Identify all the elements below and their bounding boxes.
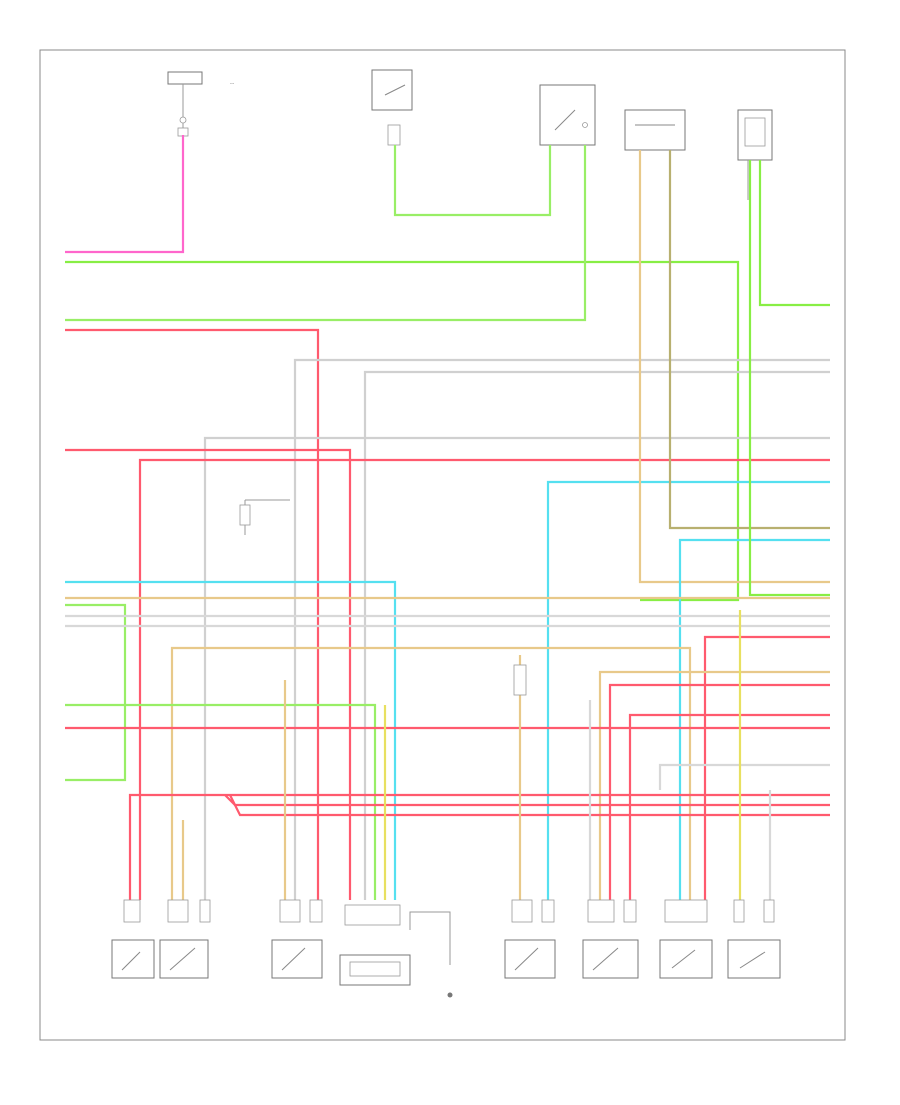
diagram-frame — [39, 49, 846, 1041]
wire-red-4 — [703, 635, 830, 900]
camshaft-position-sensor — [504, 939, 556, 979]
wire-lt-green-2 — [65, 603, 127, 782]
mid-left-connector — [239, 499, 290, 535]
top-left-connector: --- — [167, 71, 235, 137]
wire-cyan-2 — [678, 538, 830, 900]
wire-red-2 — [65, 448, 352, 900]
wire-red-5 — [608, 683, 830, 900]
wire-lt-green-3 — [65, 703, 377, 900]
top-sensor-right — [624, 109, 686, 151]
ground-point — [409, 911, 453, 998]
fuel-tank-pressure-sensor — [271, 939, 323, 979]
mid-center-connector — [513, 664, 527, 696]
crankshaft-position-sensor — [339, 954, 411, 986]
top-right-connector — [737, 109, 773, 200]
wire-lt-green — [65, 145, 587, 322]
top-switch-connector — [371, 69, 413, 146]
wire-red-8 — [128, 793, 830, 900]
wire-red-10 — [224, 794, 830, 807]
wire-green-right — [758, 160, 830, 307]
wire-tan-mid — [170, 646, 692, 900]
wire-red-1 — [65, 328, 320, 900]
top-relay — [539, 84, 596, 146]
engine-coolant-sensor — [111, 939, 155, 979]
wire-red-3 — [138, 458, 830, 900]
wire-olive-1 — [668, 150, 830, 530]
wire-red-7 — [628, 713, 830, 900]
wire-cyan-3 — [65, 580, 397, 900]
wire-green-right-2 — [748, 160, 830, 597]
wire-red-9 — [229, 794, 830, 817]
differential-pressure-sensor — [582, 939, 639, 979]
wire-green-switch — [393, 145, 552, 217]
wire-harness — [65, 135, 830, 900]
power-steering-switch — [727, 939, 781, 979]
wire-cyan-1 — [546, 480, 830, 900]
wire-tan-2 — [598, 670, 830, 900]
wire-grey-right — [658, 763, 830, 790]
bottom-connector-pins — [123, 899, 775, 926]
wire-grey-1 — [293, 358, 830, 900]
throttle-position-sensor — [159, 939, 209, 979]
wire-grey-2 — [363, 370, 830, 900]
wire-green-main — [65, 260, 740, 602]
svg-text:---: --- — [230, 81, 235, 86]
wire-pink — [65, 135, 185, 254]
oil-pressure-sensor — [659, 939, 713, 979]
wire-grey-3 — [203, 436, 830, 900]
wire-tan-right — [638, 150, 830, 584]
